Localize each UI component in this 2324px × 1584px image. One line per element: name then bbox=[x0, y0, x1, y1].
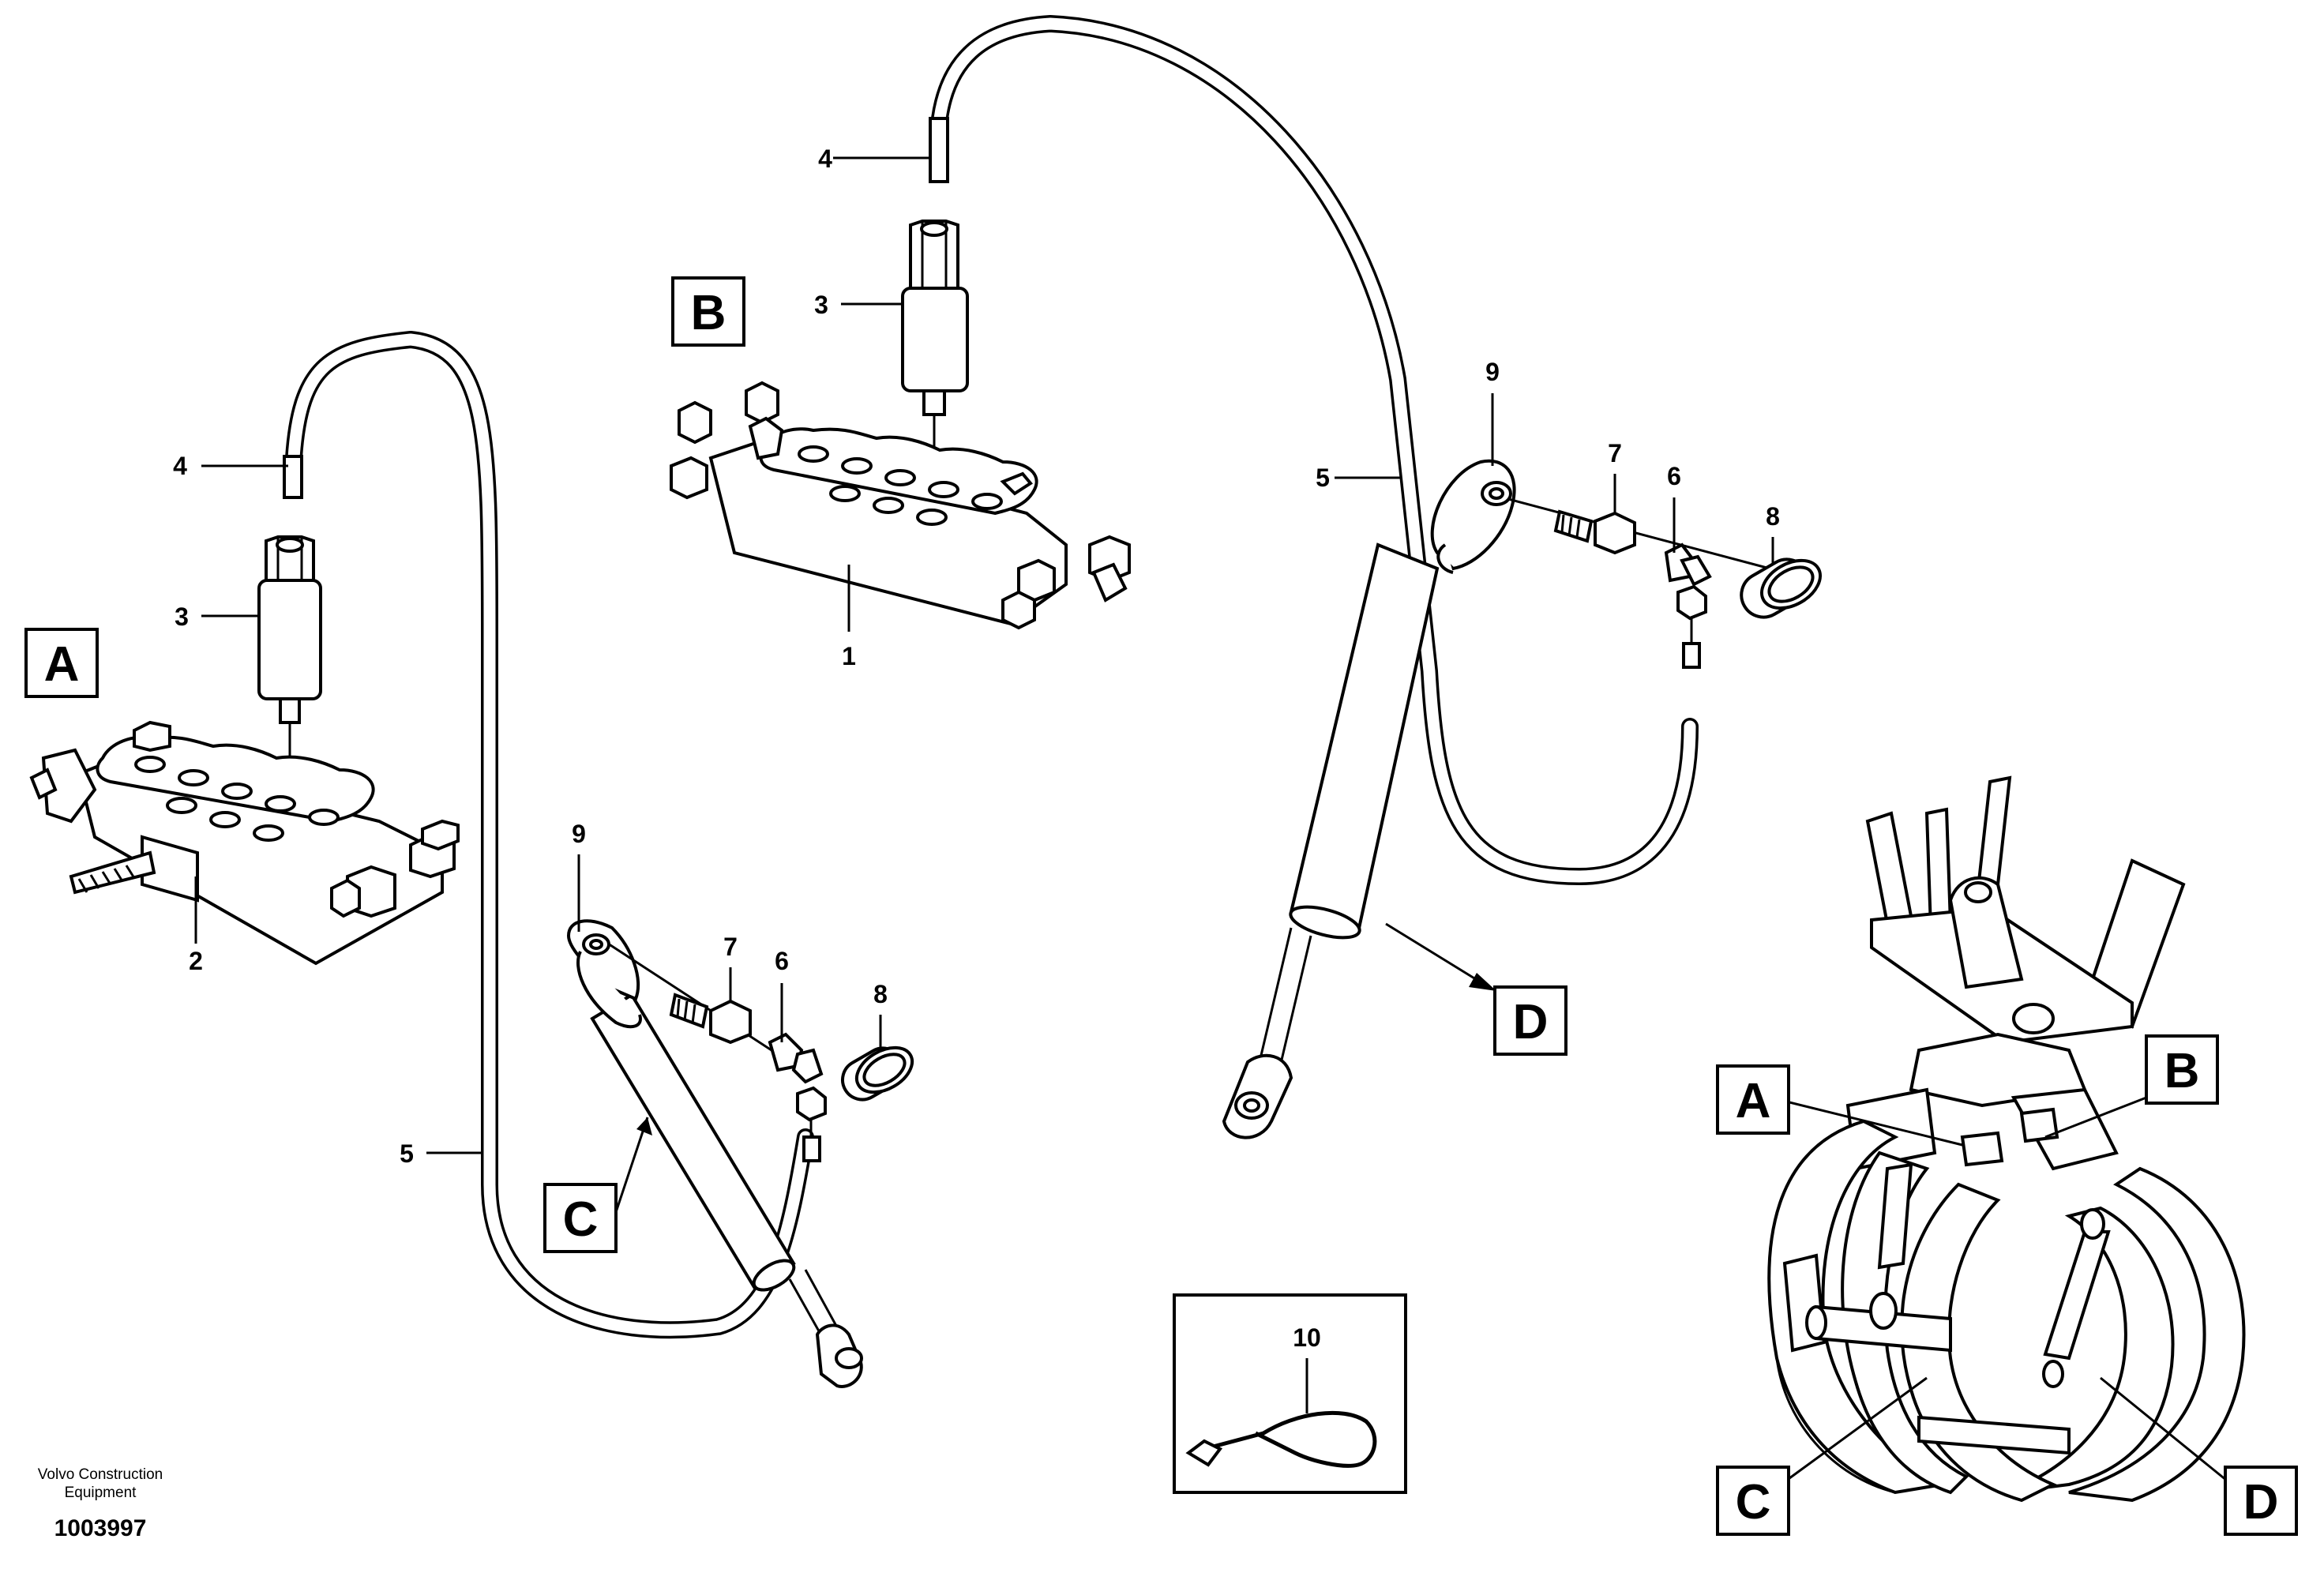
callout-b6: 6 bbox=[1667, 462, 1681, 490]
view-label-c-main: C bbox=[543, 1183, 618, 1253]
control-valve-b bbox=[670, 381, 1131, 632]
company-name-line1: Volvo Construction bbox=[38, 1466, 163, 1483]
hose-a bbox=[285, 330, 814, 1339]
leader-lines bbox=[201, 156, 2228, 1482]
grapple-assembly bbox=[1767, 775, 2246, 1503]
control-valve-a bbox=[29, 720, 460, 966]
view-label-a-main: A bbox=[24, 628, 99, 698]
callout-b7: 7 bbox=[1608, 439, 1622, 467]
hydraulic-cylinder-d bbox=[1222, 459, 1516, 1139]
leader-d-grapple bbox=[2100, 1376, 2228, 1482]
svg-text:D: D bbox=[1513, 995, 1549, 1049]
callout-a6: 6 bbox=[775, 947, 789, 975]
cylinder-fittings-b bbox=[1507, 497, 1822, 669]
callout-b4: 4 bbox=[818, 145, 832, 173]
svg-text:B: B bbox=[691, 286, 726, 340]
hose-b bbox=[931, 14, 1699, 886]
leader-b-grapple bbox=[2044, 1096, 2147, 1139]
pressure-switch-b bbox=[901, 220, 969, 513]
leader-a-grapple bbox=[1785, 1100, 1963, 1147]
svg-text:A: A bbox=[44, 637, 80, 692]
callout-a4: 4 bbox=[173, 452, 187, 480]
view-label-a-grapple: A bbox=[1716, 1064, 1790, 1135]
svg-text:D: D bbox=[2243, 1475, 2279, 1530]
view-label-d-main: D bbox=[1493, 985, 1567, 1056]
callout-a7: 7 bbox=[723, 933, 738, 961]
callout-a9: 9 bbox=[572, 820, 586, 848]
leader-d-arrow bbox=[1469, 973, 1496, 991]
leader-c-grapple bbox=[1785, 1376, 1928, 1482]
callout-b9: 9 bbox=[1485, 358, 1500, 386]
callout-b8: 8 bbox=[1766, 502, 1780, 531]
callout-a3: 3 bbox=[175, 602, 189, 631]
svg-text:C: C bbox=[563, 1192, 599, 1247]
callout-b5: 5 bbox=[1316, 464, 1330, 492]
view-label-d-grapple: D bbox=[2224, 1466, 2298, 1536]
leader-c-arrow bbox=[636, 1117, 652, 1135]
callout-a8: 8 bbox=[873, 980, 888, 1008]
cable-tie-icon bbox=[1185, 1358, 1377, 1468]
drawing-number: 1003997 bbox=[54, 1515, 147, 1541]
view-label-c-grapple: C bbox=[1716, 1466, 1790, 1536]
callout-p10: 10 bbox=[1293, 1323, 1321, 1352]
svg-text:C: C bbox=[1736, 1475, 1771, 1530]
company-name-line2: Equipment bbox=[65, 1485, 137, 1501]
view-label-b-grapple: B bbox=[2145, 1034, 2219, 1105]
cylinder-fittings-a bbox=[607, 942, 914, 1162]
hose-end-fitting-b bbox=[929, 117, 949, 183]
callout-b3: 3 bbox=[814, 291, 828, 319]
cable-tie-box bbox=[1173, 1293, 1407, 1494]
callout-p2: 2 bbox=[189, 947, 203, 975]
hydraulic-cylinder-c bbox=[566, 919, 863, 1388]
callout-p1: 1 bbox=[842, 642, 856, 670]
callout-a5: 5 bbox=[400, 1139, 414, 1168]
svg-text:B: B bbox=[2164, 1044, 2200, 1098]
svg-text:A: A bbox=[1736, 1074, 1771, 1128]
leader-c-main bbox=[614, 1117, 649, 1213]
view-label-b-main: B bbox=[671, 276, 745, 347]
hose-end-fitting-a bbox=[283, 455, 303, 499]
leader-d-main bbox=[1385, 922, 1489, 989]
